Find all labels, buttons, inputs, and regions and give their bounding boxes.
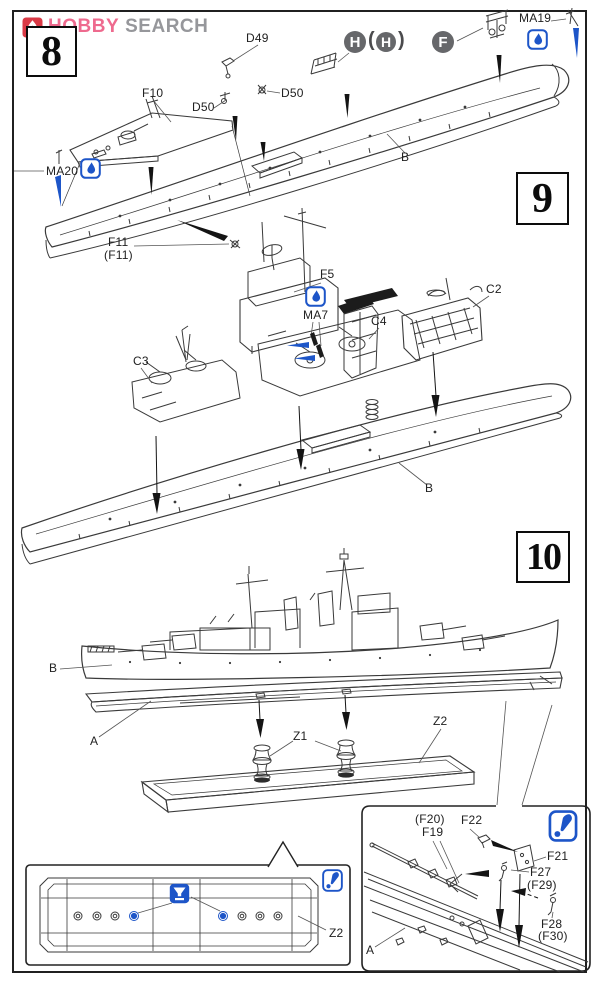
step8-leader-lines	[14, 18, 567, 247]
glue-icon-ma19	[527, 29, 548, 50]
inset-base-box	[25, 840, 351, 966]
step9-drawing	[20, 207, 572, 565]
glue-icon-ma7	[305, 286, 326, 307]
part-label-c4: C4	[371, 314, 387, 328]
part-label-f10: F10	[142, 86, 164, 100]
step8-drawing	[44, 7, 579, 259]
sprue-badge-h2-letter: H	[380, 34, 392, 50]
step10-arrows	[256, 694, 350, 738]
part-label-f27: F27	[530, 865, 552, 879]
paren-close: )	[398, 29, 405, 51]
inset-propeller-arrows	[465, 840, 539, 948]
part-label-d50-left: D50	[192, 100, 215, 114]
part-label-ma20: MA20	[46, 164, 79, 178]
step9-ma7-parts	[310, 332, 324, 358]
part-label-lower-hull-a: A	[90, 734, 99, 748]
step8-arrows	[148, 55, 502, 241]
part-label-ma19: MA19	[519, 11, 552, 25]
part-label-f5: F5	[320, 267, 335, 281]
part-label-hull-b-step8: B	[401, 150, 410, 164]
part-label-f21: F21	[547, 849, 569, 863]
inset-propeller-box	[361, 805, 591, 972]
sprue-badge-f-letter: F	[438, 33, 448, 51]
part-label-f19: F19	[422, 825, 444, 839]
part-label-c3: C3	[133, 354, 149, 368]
inset-propeller-leaders	[374, 828, 554, 948]
step9-glue-arrows	[287, 342, 315, 361]
inset-propeller-drawing	[363, 834, 589, 973]
part-label-f22: F22	[461, 813, 483, 827]
inset-base-drawing	[39, 877, 319, 953]
sprue-badge-f: F	[432, 31, 454, 53]
sprue-badge-h-letter: H	[349, 33, 361, 51]
paren-open: (	[368, 29, 375, 51]
step-8-number: 8	[41, 28, 62, 75]
step-10-number: 10	[526, 536, 562, 578]
part-label-f11: F11	[108, 235, 129, 249]
glue-icon-ma20	[80, 158, 101, 179]
step10-drawing	[81, 548, 563, 814]
attention-icon-base-inset	[322, 869, 343, 892]
step8-glue-arrows	[55, 28, 579, 207]
step-9-number: 9	[532, 175, 553, 222]
part-label-f11-alt: (F11)	[104, 248, 133, 262]
part-label-f30: (F30)	[538, 929, 568, 943]
page-border	[12, 10, 587, 973]
step-box-9: 9	[516, 172, 569, 225]
part-label-d50-right: D50	[281, 86, 304, 100]
inset-base-leaders	[137, 896, 327, 931]
attention-icon-propeller-inset	[548, 810, 578, 842]
part-label-c2: C2	[486, 282, 502, 296]
sprue-badge-h-optional: H	[376, 32, 396, 52]
part-label-z2-step10: Z2	[433, 714, 448, 728]
step10-leader-lines	[59, 664, 553, 806]
part-label-ma7: MA7	[303, 308, 329, 322]
part-label-hull-b-step9: B	[425, 481, 434, 495]
part-label-f20: (F20)	[415, 812, 445, 826]
part-label-f29: (F29)	[527, 878, 557, 892]
part-label-hull-a-inset: A	[366, 943, 375, 957]
sprue-badge-h: H	[344, 31, 366, 53]
step9-arrows	[152, 351, 440, 514]
part-label-f28: F28	[541, 917, 563, 931]
step-box-10: 10	[516, 531, 570, 583]
part-label-upper-hull-b: B	[49, 661, 58, 675]
drill-icon-base-holes	[169, 883, 190, 904]
part-label-d49: D49	[246, 31, 269, 45]
part-label-z1: Z1	[293, 729, 308, 743]
part-label-z2-inset: Z2	[329, 926, 344, 940]
watermark-brand2: SEARCH	[125, 16, 209, 37]
step-box-8: 8	[26, 26, 77, 77]
